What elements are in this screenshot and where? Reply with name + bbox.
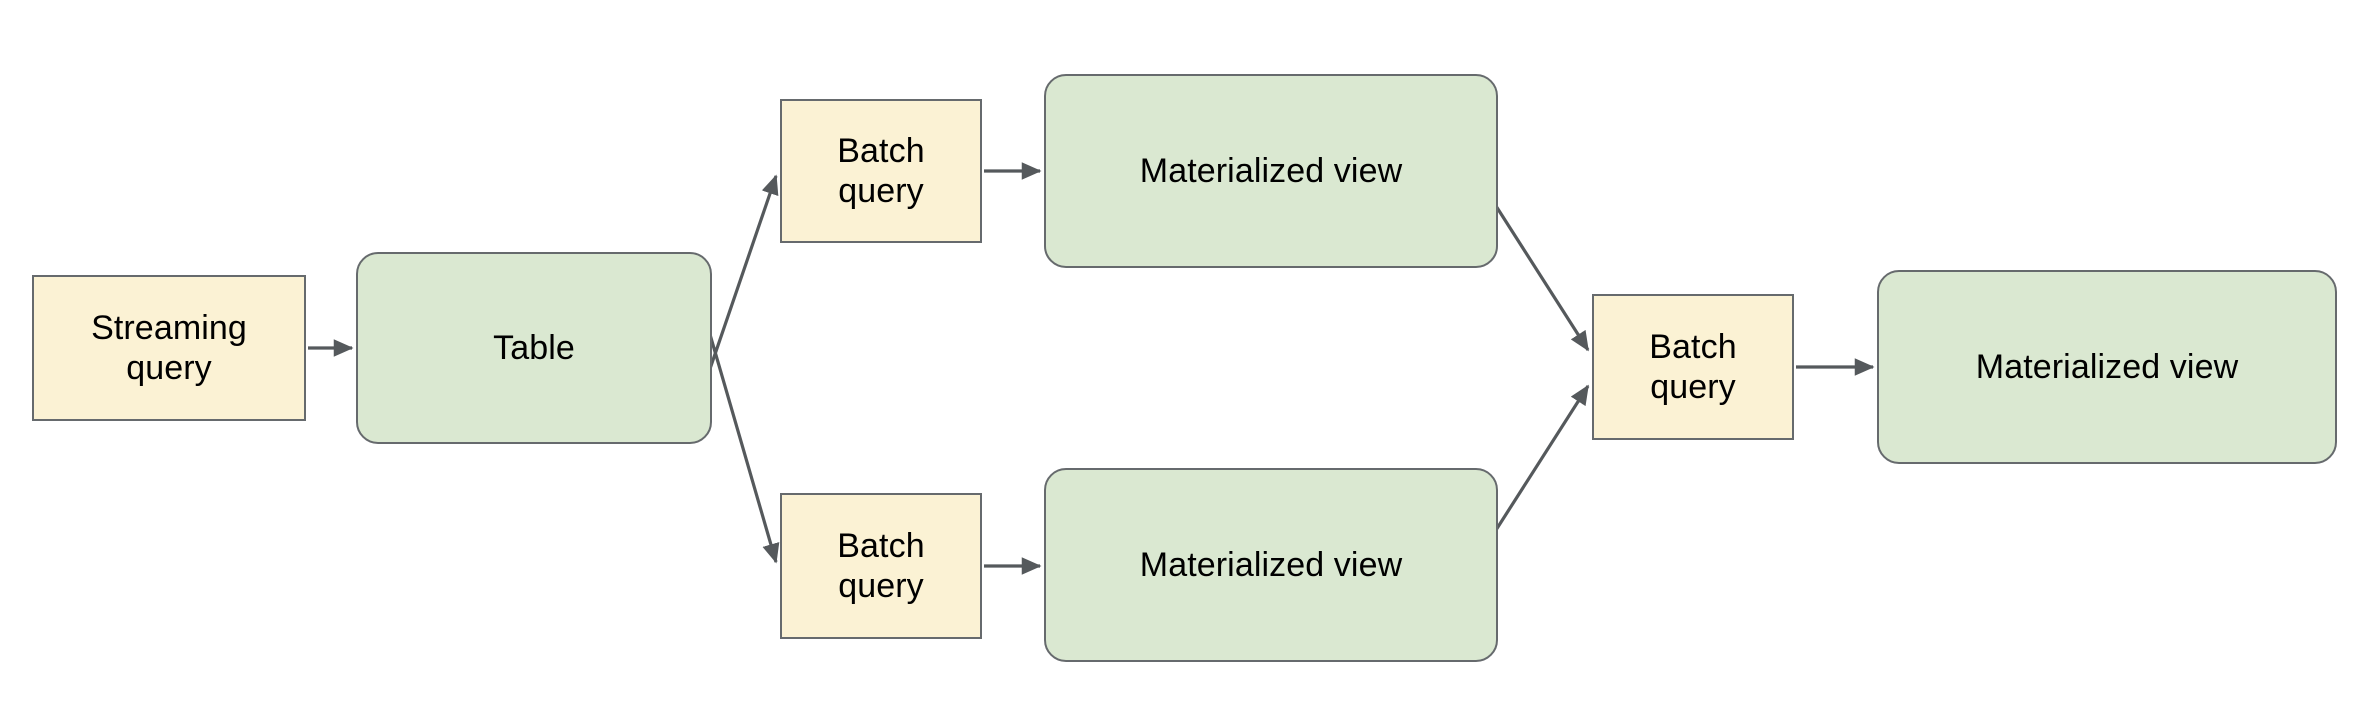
node-streaming-query-label: Streaming query — [91, 308, 247, 387]
node-table-label: Table — [493, 328, 575, 367]
node-materialized-view-final[interactable]: Materialized view — [1877, 270, 2337, 464]
node-materialized-view-top[interactable]: Materialized view — [1044, 74, 1498, 268]
edge-mv-bottom-to-batch-join — [1494, 384, 1590, 531]
node-materialized-view-bottom[interactable]: Materialized view — [1044, 468, 1498, 662]
node-materialized-view-final-label: Materialized view — [1975, 347, 2239, 386]
node-batch-query-top[interactable]: Batch query — [780, 99, 982, 243]
node-batch-query-join-label: Batch query — [1649, 327, 1737, 406]
edge-mv-top-to-batch-join — [1494, 205, 1590, 352]
node-batch-query-bottom[interactable]: Batch query — [780, 493, 982, 639]
node-streaming-query[interactable]: Streaming query — [32, 275, 306, 421]
node-materialized-view-top-label: Materialized view — [1139, 151, 1403, 190]
node-batch-query-bottom-label: Batch query — [837, 526, 925, 605]
node-table[interactable]: Table — [356, 252, 712, 444]
node-batch-query-join[interactable]: Batch query — [1592, 294, 1794, 440]
node-materialized-view-bottom-label: Materialized view — [1139, 545, 1403, 584]
node-batch-query-top-label: Batch query — [837, 131, 925, 210]
